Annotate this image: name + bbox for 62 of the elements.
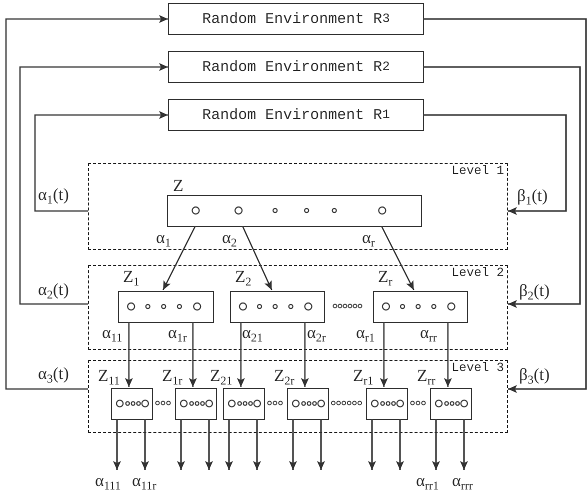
automaton-label: Z$_{1r}$	[162, 367, 182, 384]
automaton-label: Z$_{21}$	[210, 367, 232, 384]
arrow	[124, 322, 133, 387]
level-frame	[88, 163, 508, 250]
level-label: Level 1	[451, 165, 504, 178]
edge-label: α$_{r1}$	[356, 324, 375, 341]
arrow	[19, 63, 168, 305]
arrow	[444, 322, 452, 387]
automaton-label: Z$_{2}$	[235, 268, 252, 285]
arrow	[380, 322, 388, 387]
arrow	[317, 419, 325, 470]
arrow	[253, 419, 261, 470]
edge-label: β$_{2}$(t)	[519, 282, 550, 299]
arrow	[177, 419, 185, 470]
arrow	[242, 226, 272, 290]
edge-label: α$_{2r}$	[307, 324, 326, 341]
level-label: Level 3	[451, 362, 504, 374]
automaton-label: Z$_{rr}$	[417, 367, 436, 384]
edge-label: α$_{r}$	[362, 229, 375, 246]
arrow	[396, 419, 404, 470]
arrow	[424, 18, 587, 393]
edge-label: α$_{2}$	[222, 229, 237, 246]
arrow	[236, 322, 245, 387]
automaton-label: Z$_{r1}$	[353, 367, 374, 384]
arrow	[162, 226, 196, 290]
arrow	[300, 322, 309, 387]
arrow	[113, 419, 121, 470]
level-frame	[88, 265, 508, 350]
edge-label: β$_{1}$(t)	[517, 187, 548, 204]
edge-label: α$_{11r}$	[132, 472, 156, 489]
edge-label: α$_{2}$(t)	[38, 281, 69, 298]
arrow	[188, 322, 197, 387]
edge-label: β$_{3}$(t)	[519, 366, 550, 383]
arrow	[368, 419, 376, 470]
arrow	[5, 15, 168, 390]
edge-label: α$_{1r}$	[168, 324, 187, 341]
automaton-label: Z$_{1}$	[123, 268, 140, 285]
arrow	[424, 66, 581, 308]
arrow	[141, 419, 149, 470]
arrow	[225, 419, 233, 470]
edge-label: α$_{21}$	[242, 324, 263, 341]
edge-label: α$_{rr}$	[420, 324, 437, 341]
edge-label: α$_{rrr}$	[452, 472, 473, 489]
arrow	[380, 226, 414, 290]
edge-label: α$_{1}$(t)	[38, 186, 69, 203]
edge-label: α$_{rr1}$	[416, 472, 439, 489]
arrow	[424, 114, 567, 215]
arrow	[432, 419, 440, 470]
edge-label: α$_{111}$	[95, 472, 121, 489]
automaton-label: Z$_{r}$	[378, 268, 392, 285]
automaton-label: Z$_{2r}$	[274, 367, 294, 384]
edge-label: α$_{11}$	[102, 324, 122, 341]
level-frame	[88, 360, 508, 433]
arrow	[289, 419, 297, 470]
level-label: Level 2	[451, 267, 504, 280]
automaton-label: Z	[173, 177, 184, 194]
arrow	[460, 419, 468, 470]
automaton-label: Z$_{11}$	[98, 367, 120, 384]
edge-label: α$_{3}$(t)	[38, 365, 69, 382]
edge-label: α$_{1}$	[156, 229, 171, 246]
arrow	[205, 419, 213, 470]
arrow	[34, 111, 168, 212]
